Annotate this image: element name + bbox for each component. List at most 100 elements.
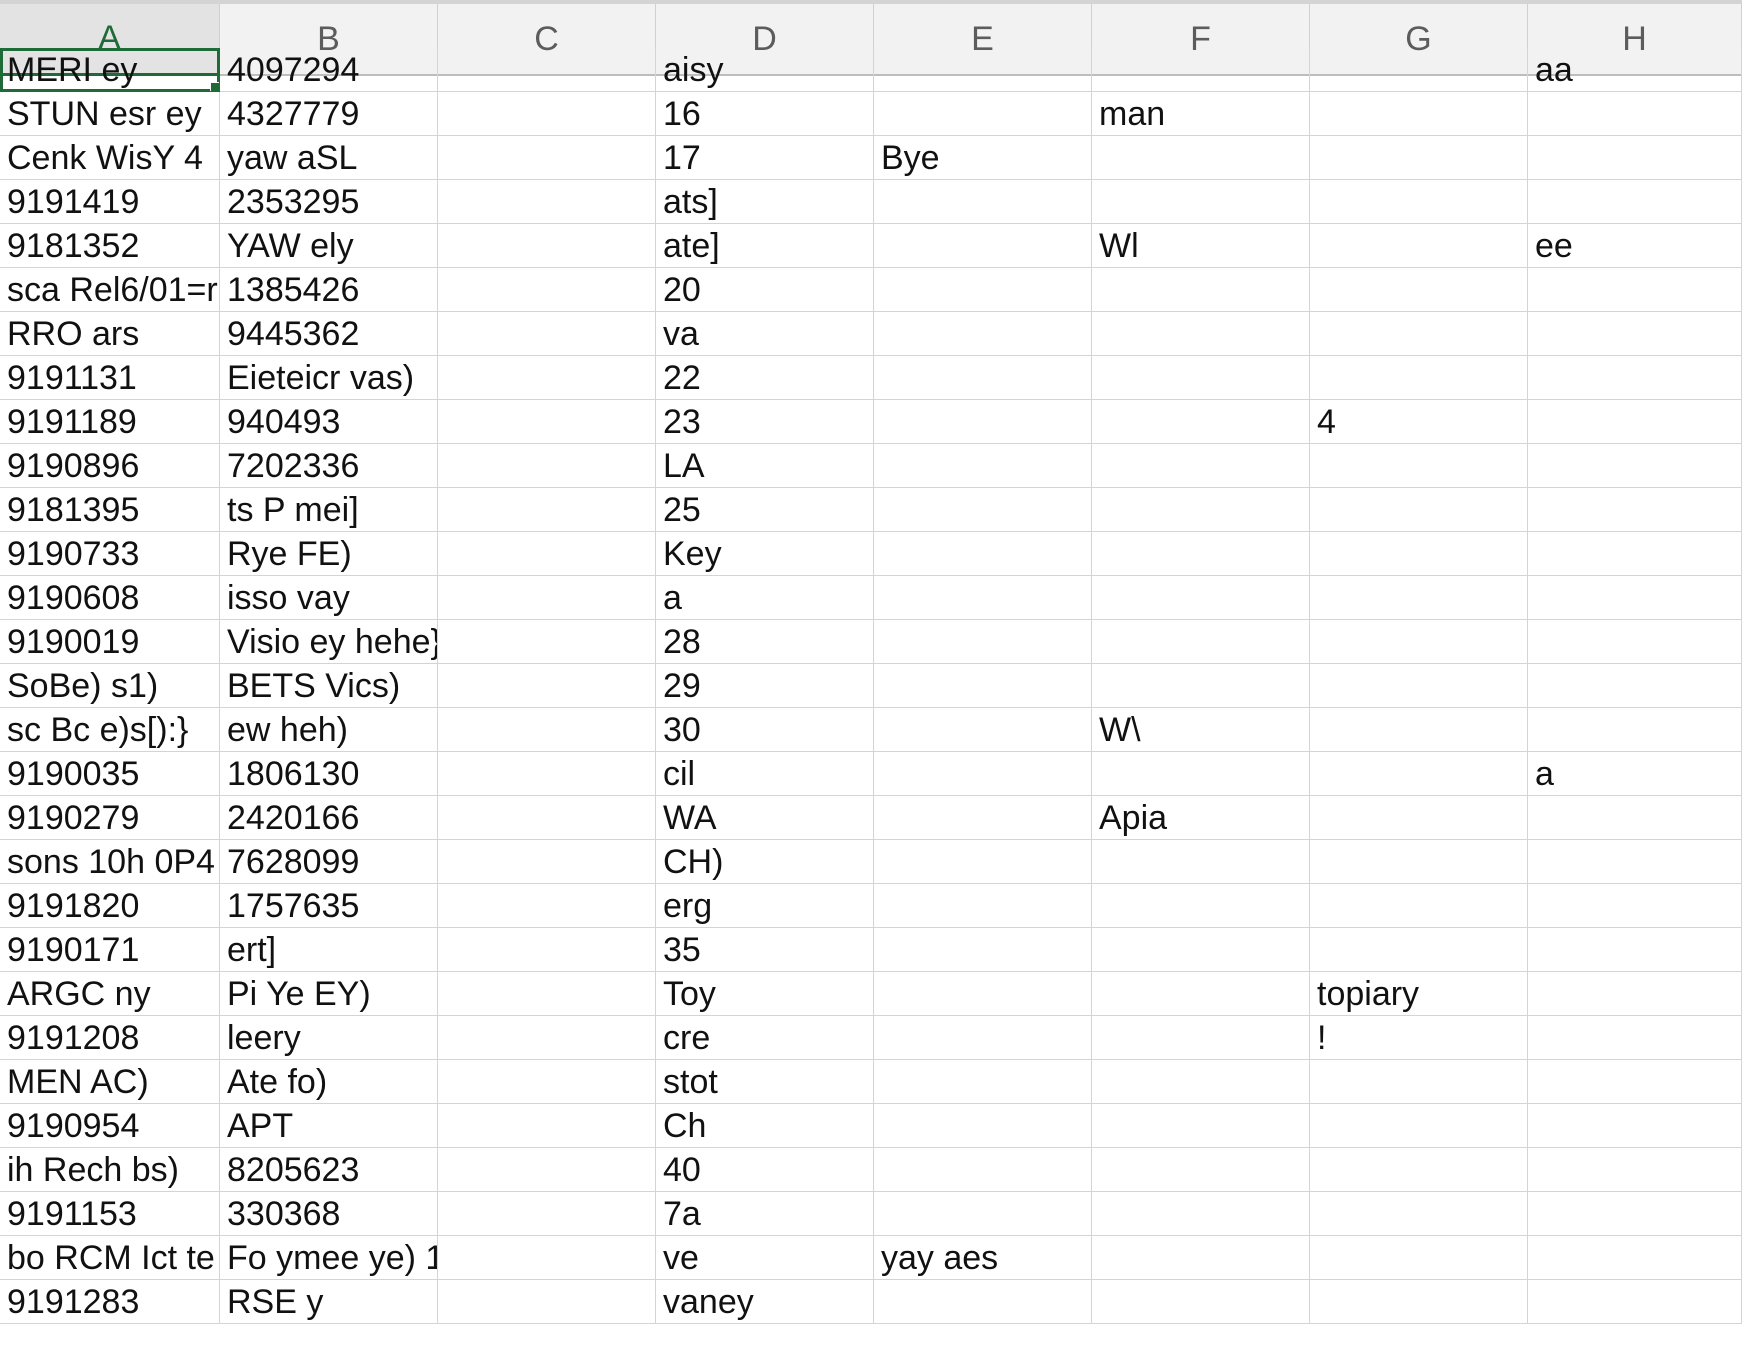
cell-d14[interactable]: 28 bbox=[656, 620, 874, 664]
cell-c18[interactable] bbox=[438, 796, 656, 840]
cell-f9[interactable] bbox=[1092, 400, 1310, 444]
cell-a9[interactable]: 9191189 bbox=[0, 400, 220, 444]
cell-d20[interactable]: erg bbox=[656, 884, 874, 928]
cell-d29[interactable]: vaney bbox=[656, 1280, 874, 1324]
cell-h7[interactable] bbox=[1528, 312, 1742, 356]
cell-b27[interactable]: 330368 bbox=[220, 1192, 438, 1236]
cell-f23[interactable] bbox=[1092, 1016, 1310, 1060]
cell-h29[interactable] bbox=[1528, 1280, 1742, 1324]
cell-f3[interactable] bbox=[1092, 136, 1310, 180]
cell-h19[interactable] bbox=[1528, 840, 1742, 884]
column-header-g[interactable]: G bbox=[1310, 4, 1528, 76]
cell-f25[interactable] bbox=[1092, 1104, 1310, 1148]
cell-d22[interactable]: Toy bbox=[656, 972, 874, 1016]
cell-h14[interactable] bbox=[1528, 620, 1742, 664]
cell-a23[interactable]: 9191208 bbox=[0, 1016, 220, 1060]
cell-e13[interactable] bbox=[874, 576, 1092, 620]
cell-c15[interactable] bbox=[438, 664, 656, 708]
cell-d8[interactable]: 22 bbox=[656, 356, 874, 400]
cell-a15[interactable]: SoBe) s1) bbox=[0, 664, 220, 708]
cell-f13[interactable] bbox=[1092, 576, 1310, 620]
cell-b9[interactable]: 940493 bbox=[220, 400, 438, 444]
cell-f16[interactable]: W\ bbox=[1092, 708, 1310, 752]
cell-a11[interactable]: 9181395 bbox=[0, 488, 220, 532]
cell-g19[interactable] bbox=[1310, 840, 1528, 884]
cell-f28[interactable] bbox=[1092, 1236, 1310, 1280]
cell-e15[interactable] bbox=[874, 664, 1092, 708]
cell-b19[interactable]: 7628099 bbox=[220, 840, 438, 884]
cell-d11[interactable]: 25 bbox=[656, 488, 874, 532]
cell-g17[interactable] bbox=[1310, 752, 1528, 796]
cell-d1[interactable]: aisy bbox=[656, 48, 874, 92]
cell-a13[interactable]: 9190608 bbox=[0, 576, 220, 620]
cell-f10[interactable] bbox=[1092, 444, 1310, 488]
cell-a25[interactable]: 9190954 bbox=[0, 1104, 220, 1148]
cell-f11[interactable] bbox=[1092, 488, 1310, 532]
cell-c25[interactable] bbox=[438, 1104, 656, 1148]
cell-g7[interactable] bbox=[1310, 312, 1528, 356]
cell-e18[interactable] bbox=[874, 796, 1092, 840]
cell-c7[interactable] bbox=[438, 312, 656, 356]
cell-d28[interactable]: ve bbox=[656, 1236, 874, 1280]
cell-d12[interactable]: Key bbox=[656, 532, 874, 576]
cell-h15[interactable] bbox=[1528, 664, 1742, 708]
cell-a16[interactable]: sc Bc e)s[):} bbox=[0, 708, 220, 752]
cell-f12[interactable] bbox=[1092, 532, 1310, 576]
cell-g10[interactable] bbox=[1310, 444, 1528, 488]
cell-e29[interactable] bbox=[874, 1280, 1092, 1324]
cell-d23[interactable]: cre bbox=[656, 1016, 874, 1060]
cell-h3[interactable] bbox=[1528, 136, 1742, 180]
cell-h27[interactable] bbox=[1528, 1192, 1742, 1236]
cell-b29[interactable]: RSE y bbox=[220, 1280, 438, 1324]
cell-c4[interactable] bbox=[438, 180, 656, 224]
cell-g15[interactable] bbox=[1310, 664, 1528, 708]
cell-h1[interactable]: aa bbox=[1528, 48, 1742, 92]
cell-g20[interactable] bbox=[1310, 884, 1528, 928]
cell-g11[interactable] bbox=[1310, 488, 1528, 532]
cell-g13[interactable] bbox=[1310, 576, 1528, 620]
cell-e28[interactable]: yay aes bbox=[874, 1236, 1092, 1280]
cell-a10[interactable]: 9190896 bbox=[0, 444, 220, 488]
cell-g23[interactable]: ! bbox=[1310, 1016, 1528, 1060]
cell-d9[interactable]: 23 bbox=[656, 400, 874, 444]
cell-h25[interactable] bbox=[1528, 1104, 1742, 1148]
cell-e26[interactable] bbox=[874, 1148, 1092, 1192]
cell-f4[interactable] bbox=[1092, 180, 1310, 224]
cell-g12[interactable] bbox=[1310, 532, 1528, 576]
column-header-e[interactable]: E bbox=[874, 4, 1092, 76]
cell-d18[interactable]: WA bbox=[656, 796, 874, 840]
cell-f1[interactable] bbox=[1092, 48, 1310, 92]
cell-b5[interactable]: YAW ely bbox=[220, 224, 438, 268]
cell-h16[interactable] bbox=[1528, 708, 1742, 752]
cell-e5[interactable] bbox=[874, 224, 1092, 268]
cell-g4[interactable] bbox=[1310, 180, 1528, 224]
cell-h26[interactable] bbox=[1528, 1148, 1742, 1192]
cell-c20[interactable] bbox=[438, 884, 656, 928]
column-header-d[interactable]: D bbox=[656, 4, 874, 76]
cell-b24[interactable]: Ate fo) bbox=[220, 1060, 438, 1104]
cell-g18[interactable] bbox=[1310, 796, 1528, 840]
cell-c22[interactable] bbox=[438, 972, 656, 1016]
cell-h22[interactable] bbox=[1528, 972, 1742, 1016]
cell-g3[interactable] bbox=[1310, 136, 1528, 180]
cell-f20[interactable] bbox=[1092, 884, 1310, 928]
cell-e14[interactable] bbox=[874, 620, 1092, 664]
cell-b20[interactable]: 1757635 bbox=[220, 884, 438, 928]
cell-d13[interactable]: a bbox=[656, 576, 874, 620]
cell-b26[interactable]: 8205623 bbox=[220, 1148, 438, 1192]
cell-b6[interactable]: 1385426 bbox=[220, 268, 438, 312]
cell-h6[interactable] bbox=[1528, 268, 1742, 312]
cell-b23[interactable]: leery bbox=[220, 1016, 438, 1060]
cell-b14[interactable]: Visio ey hehe} bbox=[220, 620, 438, 664]
cell-a20[interactable]: 9191820 bbox=[0, 884, 220, 928]
cell-g29[interactable] bbox=[1310, 1280, 1528, 1324]
cell-a26[interactable]: ih Rech bs) bbox=[0, 1148, 220, 1192]
column-header-b[interactable]: B bbox=[220, 4, 438, 76]
cell-h10[interactable] bbox=[1528, 444, 1742, 488]
column-header-f[interactable]: F bbox=[1092, 4, 1310, 76]
cell-a7[interactable]: RRO ars bbox=[0, 312, 220, 356]
cell-c24[interactable] bbox=[438, 1060, 656, 1104]
cell-d5[interactable]: ate] bbox=[656, 224, 874, 268]
cell-h2[interactable] bbox=[1528, 92, 1742, 136]
cell-h13[interactable] bbox=[1528, 576, 1742, 620]
